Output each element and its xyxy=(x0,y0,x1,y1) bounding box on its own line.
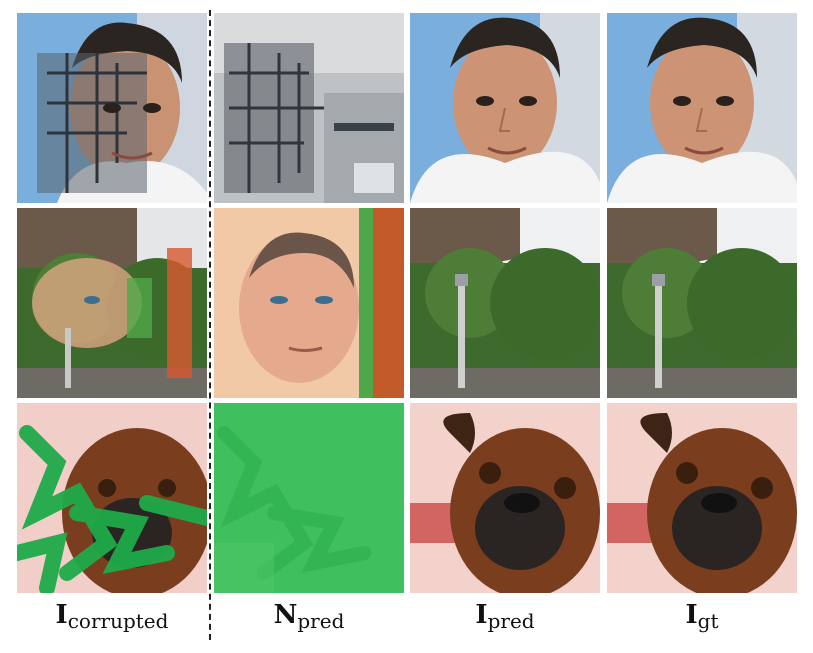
caption-ground-truth-symbol: I xyxy=(685,600,698,630)
column-divider xyxy=(209,10,211,640)
caption-corrupted: Icorrupted xyxy=(17,600,207,633)
caption-corrupted-subscript: corrupted xyxy=(67,609,169,633)
caption-image-pred-subscript: pred xyxy=(487,609,535,633)
caption-corrupted-symbol: I xyxy=(55,600,68,630)
caption-ground-truth: Igt xyxy=(607,600,797,633)
row2-noise-prediction-image xyxy=(214,208,404,398)
row2-predicted-image xyxy=(410,208,600,398)
row2-ground-truth-image xyxy=(607,208,797,398)
caption-image-pred: Ipred xyxy=(410,600,600,633)
row1-predicted-image xyxy=(410,13,600,203)
row3-noise-prediction-image xyxy=(214,403,404,593)
row3-ground-truth-image xyxy=(607,403,797,593)
row3-predicted-image xyxy=(410,403,600,593)
row1-ground-truth-image xyxy=(607,13,797,203)
row3-corrupted-image xyxy=(17,403,207,593)
caption-ground-truth-subscript: gt xyxy=(697,609,719,633)
row1-noise-prediction-image xyxy=(214,13,404,203)
caption-noise-pred-subscript: pred xyxy=(297,609,345,633)
row1-corrupted-image xyxy=(17,13,207,203)
caption-noise-pred-symbol: N xyxy=(273,600,298,630)
caption-image-pred-symbol: I xyxy=(475,600,488,630)
row2-corrupted-image xyxy=(17,208,207,398)
caption-noise-pred: Npred xyxy=(214,600,404,633)
